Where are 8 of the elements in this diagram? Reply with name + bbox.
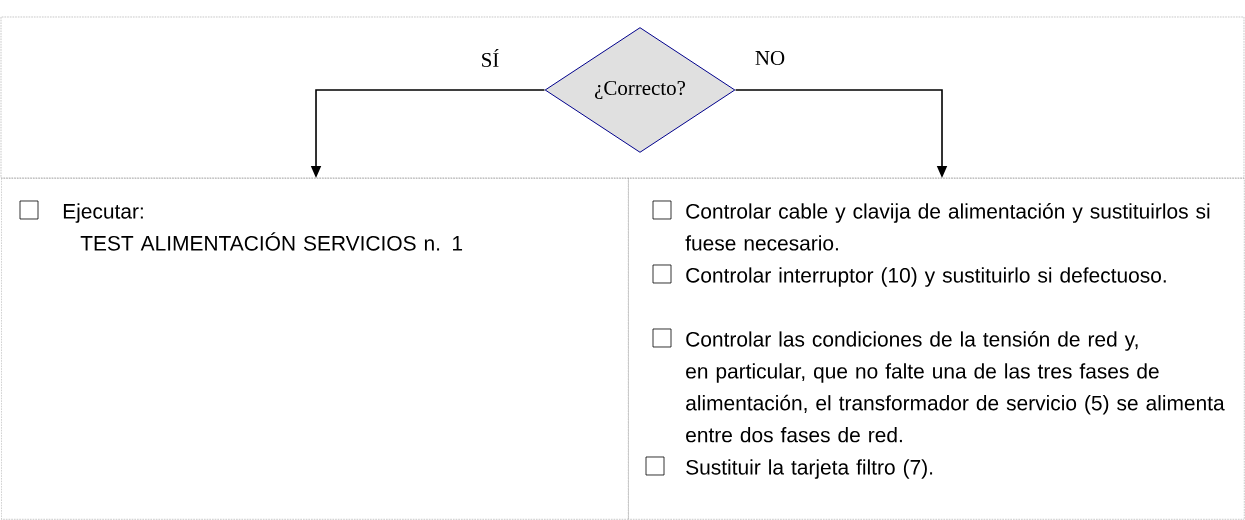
checklist-text: TEST ALIMENTACIÓN SERVICIOS n. 1 — [80, 232, 463, 251]
checklist-text: Controlar cable y clavija de alimentación y sustituirlos si fuese necesario. — [685, 203, 1210, 251]
checklist-text: Controlar interruptor (10) y sustituirlo si defectuoso. — [686, 267, 1166, 287]
checklist-text: Sustituir la tarjeta filtro (7). — [686, 459, 933, 479]
edge-label: SÍ — [479, 47, 501, 69]
checklist-text: Ejecutar: — [63, 203, 143, 223]
checklist-text: Controlar las condiciones de la tensión de red y, en particular, que no falte una de las tres fases de alimentación, el transformador de servicio (5) se alimenta entre dos fases de red. — [686, 331, 1225, 443]
edge-label: NO — [753, 49, 787, 66]
